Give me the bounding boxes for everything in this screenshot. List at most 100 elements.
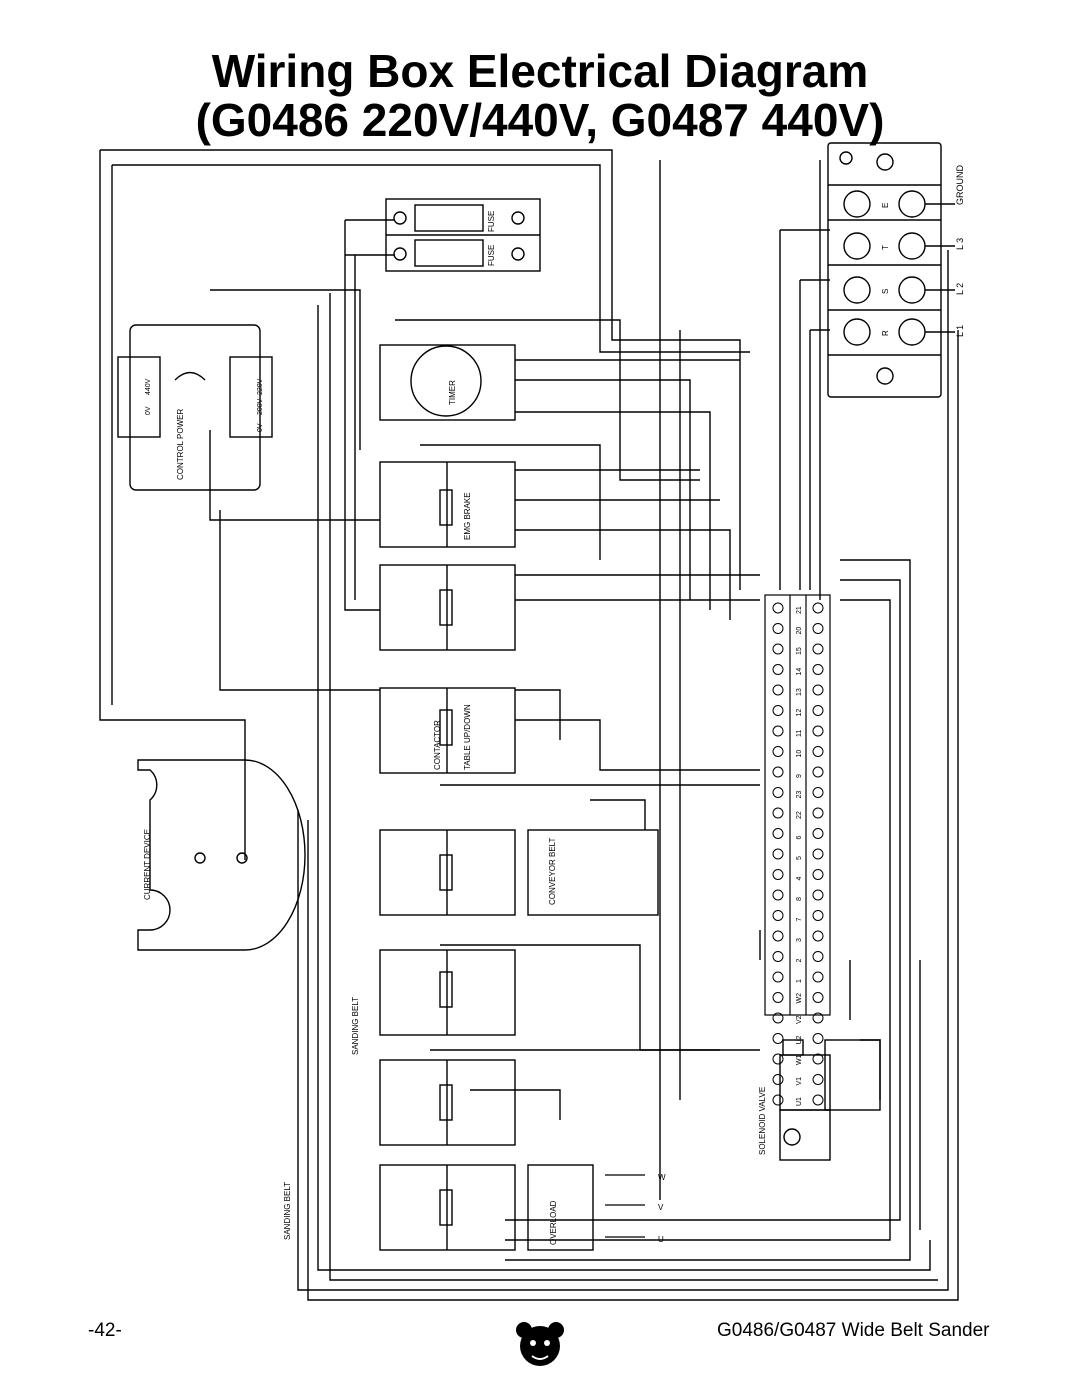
terminal-label: 8: [796, 897, 803, 901]
terminal-screw-left: [772, 787, 784, 798]
terminal-screw-right: [812, 602, 824, 614]
sanding-belt-label-2: SANDING BELT: [283, 1182, 292, 1240]
control-power-transformer: [117, 324, 273, 491]
ground-label: GROUND: [955, 165, 965, 205]
fuse-block: [385, 198, 541, 272]
terminal-screw-right: [812, 951, 824, 962]
diagram-title-line1: Wiring Box Electrical Diagram: [211, 45, 869, 97]
terminal-screw-left: [772, 1074, 784, 1085]
terminal-screw-right: [812, 992, 824, 1003]
terminal-label: V2: [796, 1015, 803, 1024]
terminal-screw-left: [772, 807, 784, 819]
terminal-screw-right: [812, 643, 824, 655]
s-label: S: [881, 289, 890, 294]
fuse-label-2: FUSE: [487, 245, 496, 266]
timer: [379, 344, 516, 421]
terminal-screw-left: [772, 725, 784, 737]
conveyor-belt-label: CONVEYOR BELT: [548, 837, 557, 905]
terminal-screw-right: [812, 766, 824, 778]
terminal-rows: 21201514131211109232265487321W2V2U2W1V1U…: [772, 602, 824, 1106]
timer-label: TIMER: [448, 380, 457, 405]
terminal-screw-left: [772, 869, 784, 880]
terminal-screw-right: [812, 1094, 824, 1106]
terminal-screw-left: [772, 971, 784, 983]
current-device-label: CURRENT DEVICE: [143, 829, 152, 900]
terminal-screw-left: [772, 684, 784, 696]
l3-label: L 3: [955, 238, 965, 250]
r-label: R: [881, 330, 890, 336]
contactor-label: CONTACTOR: [433, 720, 442, 770]
terminal-screw-left: [772, 705, 784, 716]
w-output-label: W: [658, 1173, 666, 1182]
terminal-screw-right: [812, 930, 824, 942]
terminal-screw-left: [772, 1094, 784, 1106]
terminal-screw-right: [812, 869, 824, 880]
terminal-screw-right: [812, 746, 824, 757]
terminal-screw-left: [772, 746, 784, 757]
terminal-screw-left: [772, 889, 784, 901]
terminal-label: 3: [796, 938, 803, 942]
terminal-label: 10: [796, 750, 803, 758]
solenoid-valve: [779, 1039, 881, 1161]
current-device: [137, 759, 306, 951]
emg-brake-label: EMG BRAKE: [463, 492, 472, 540]
sanding-belt-label-1: SANDING BELT: [351, 997, 360, 1055]
terminal-screw-left: [772, 910, 784, 921]
diagram-title-line2: (G0486 220V/440V, G0487 440V): [195, 94, 885, 146]
terminal-label: 2: [796, 959, 803, 963]
output-arrows: [605, 1174, 645, 1238]
overload-label: OVERLOAD: [549, 1200, 558, 1245]
e-label: E: [881, 203, 890, 208]
terminal-screw-left: [772, 1012, 784, 1024]
label-0v-secondary: 0V: [257, 423, 264, 432]
terminal-screw-left: [772, 664, 784, 675]
terminal-label: 1: [796, 979, 803, 983]
terminal-label: 21: [796, 606, 803, 614]
label-200v: 200V: [257, 398, 264, 415]
label-440v: 440V: [145, 378, 152, 395]
terminal-label: U1: [796, 1097, 803, 1106]
terminal-label: 12: [796, 709, 803, 717]
terminal-screw-right: [812, 848, 824, 860]
fuse-label-1: FUSE: [487, 211, 496, 232]
terminal-label: 5: [796, 856, 803, 860]
terminal-label: 11: [796, 730, 803, 737]
terminal-screw-left: [772, 828, 784, 839]
terminal-screw-right: [812, 725, 824, 737]
terminal-screw-left: [772, 643, 784, 655]
terminal-screw-left: [772, 623, 784, 634]
model-caption: G0486/G0487 Wide Belt Sander: [717, 1320, 990, 1341]
terminal-screw-right: [812, 623, 824, 634]
terminal-label: 4: [796, 877, 803, 881]
terminal-screw-left: [772, 1033, 784, 1044]
v-output-label: V: [658, 1203, 664, 1212]
terminal-strip: [764, 594, 831, 1016]
terminal-label: 23: [796, 791, 803, 799]
terminal-label: 15: [796, 647, 803, 655]
terminal-label: W2: [796, 993, 803, 1004]
grizzly-bear-logo: [516, 1322, 564, 1366]
terminal-label: 9: [796, 774, 803, 778]
terminal-screw-right: [812, 889, 824, 901]
l2-label: L 2: [955, 283, 965, 295]
page-number: -42-: [88, 1320, 122, 1341]
terminal-screw-right: [812, 684, 824, 696]
u-output-label: U: [658, 1235, 664, 1244]
terminal-label: 7: [796, 918, 803, 922]
terminal-label: 22: [796, 811, 803, 819]
terminal-screw-right: [812, 664, 824, 675]
label-220v: 220V: [257, 378, 264, 395]
t-label: T: [881, 245, 890, 250]
terminal-screw-left: [772, 992, 784, 1003]
control-power-label: CONTROL POWER: [176, 409, 185, 480]
contactors: [379, 461, 659, 1251]
terminal-screw-left: [772, 930, 784, 942]
terminal-label: 6: [796, 836, 803, 840]
terminal-screw-right: [812, 971, 824, 983]
terminal-screw-right: [812, 807, 824, 819]
terminal-screw-right: [812, 787, 824, 798]
label-0v-primary: 0V: [145, 406, 152, 415]
terminal-label: 20: [796, 627, 803, 635]
terminal-label: V1: [796, 1077, 803, 1086]
terminal-screw-left: [772, 848, 784, 860]
